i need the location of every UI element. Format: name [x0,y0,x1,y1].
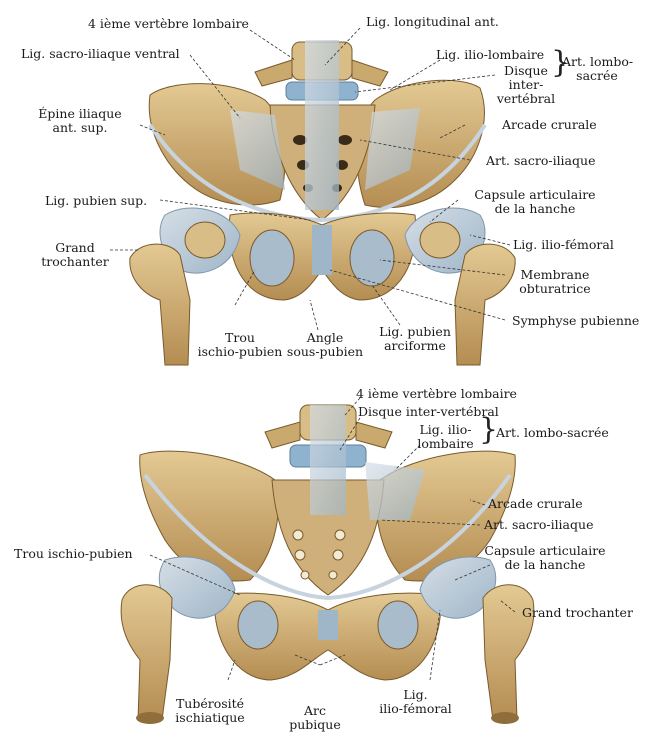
label-membrane-line2: obturatrice [519,281,591,296]
label-iliofemoral-ligament-2: Lig. ilio-fémoral [368,688,463,716]
label-inguinal-ligament-2: Arcade crurale [488,496,583,511]
label-arc-line1: Arc [303,703,326,718]
label-inguinal-ligament: Arcade crurale [502,117,597,132]
anterior-longitudinal-ligament [305,40,339,210]
sacro-iliac-ligament-right [365,108,420,190]
obturator-foramen-left-2 [237,600,279,650]
label-obturator-membrane: Membrane obturatrice [510,268,600,296]
brace-lumbosacral: } [551,45,571,80]
label-angle-line1: Angle [306,330,344,345]
label-intervertebral-disc-2: Disque inter-vertébral [358,404,499,419]
femur-end-left-2 [136,712,164,724]
femur-left [129,243,191,366]
label-arc-line2: pubique [289,717,341,732]
label-membrane-line1: Membrane [520,267,590,282]
label-lumbosacral-joint: Art. lombo- sacrée [562,54,634,83]
label-iliofemoral-ligament: Lig. ilio-fémoral [513,237,614,252]
label-trochanter-line1: Grand [55,240,95,255]
label-ilio-line1: Lig. ilio- [419,422,472,437]
label-sacroiliac-joint: Art. sacro-iliaque [486,153,596,168]
pubic-symphysis-2 [318,610,338,640]
label-lumbosacral-line1: Art. lombo- [562,54,634,69]
ilio-lumbar-ligament [365,462,425,520]
label-4th-lumbar-vertebra: 4 ième vertèbre lombaire [88,16,249,31]
label-pubic-arch: Arc pubique [280,704,350,732]
label-disc-line3: vertébral [496,91,556,106]
pubic-symphysis [312,225,332,275]
label-angle-line2: sous-pubien [286,344,364,359]
label-obturator-foramen: Trou ischio-pubien [190,331,290,359]
label-hip-capsule-2: Capsule articulaire de la hanche [480,544,610,572]
label-lumbosacral-line2: sacrée [576,68,618,83]
label-disc-line2: inter- [508,77,544,92]
obturator-foramen-left [249,229,295,287]
label-subpubic-angle: Angle sous-pubien [280,331,370,359]
label-spine-line1: Épine iliaque [38,106,122,121]
femoral-head-left [184,221,226,259]
label-capsule2-line2: de la hanche [504,557,586,572]
label-intervertebral-disc: Disque inter- vertébral [496,64,556,106]
label-iliofemoral2-line1: Lig. [403,687,428,702]
inguinal-ligament [148,123,487,223]
obturator-foramen-right-2 [377,600,419,650]
label-iliofemoral2-line2: ilio-fémoral [379,701,452,716]
label-trochanter-line2: trochanter [41,254,109,269]
left-iliac-wing-2 [139,450,279,582]
label-arcuate-pubic-ligament: Lig. pubien arciforme [365,325,465,353]
pelvis-anterior-view [129,40,516,366]
label-capsule-line2: de la hanche [494,201,576,216]
label-capsule-line1: Capsule articulaire [474,187,596,202]
femoral-head-right [419,221,461,259]
label-anterior-superior-iliac-spine: Épine iliaque ant. sup. [30,107,130,135]
posterior-ligament [310,405,346,515]
label-ischial-tuberosity: Tubérosité ischiatique [165,697,255,725]
leader-lines-top [110,27,511,331]
label-greater-trochanter-2: Grand trochanter [522,605,633,620]
sacro-iliac-ligament-left [230,110,285,190]
leader-lines-bottom [149,397,516,681]
label-capsule2-line1: Capsule articulaire [484,543,606,558]
pelvis-posterior-view [120,404,535,724]
vertebra-processes [254,59,389,87]
label-trou-line2: ischio-pubien [197,344,283,359]
label-iliolumbar-ligament-2: Lig. ilio- lombaire [408,423,483,451]
label-hip-capsule: Capsule articulaire de la hanche [470,188,600,216]
label-disc-line1: Disque [504,63,548,78]
obturator-foramen-right [349,229,395,287]
label-obturator-foramen-2: Trou ischio-pubien [14,546,133,561]
label-greater-trochanter: Grand trochanter [40,241,110,269]
inguinal-ligament-2 [143,473,512,601]
label-4th-lumbar-vertebra-2: 4 ième vertèbre lombaire [356,386,517,401]
label-tuberosite-line2: ischiatique [175,710,245,725]
label-superior-pubic-ligament: Lig. pubien sup. [45,193,148,208]
brace-lumbosacral-2: } [479,412,499,447]
label-ilio-line2: lombaire [417,436,474,451]
label-pubic-symphysis: Symphyse pubienne [512,313,640,328]
label-arciforme-line2: arciforme [384,338,446,353]
label-ventral-sacroiliac-ligament: Lig. sacro-iliaque ventral [21,46,180,61]
sacral-foramina-2 [292,529,346,580]
label-lumbosacral-joint-2: Art. lombo-sacrée [496,425,609,440]
label-anterior-longitudinal-ligament: Lig. longitudinal ant. [366,14,499,29]
label-arciforme-line1: Lig. pubien [379,324,451,339]
femur-end-right-2 [491,712,519,724]
label-sacroiliac-joint-2: Art. sacro-iliaque [484,517,594,532]
label-iliolumbar-ligament: Lig. ilio-lombaire [436,47,545,62]
vertebra-processes-2 [264,421,393,449]
label-spine-line2: ant. sup. [52,120,108,135]
label-tuberosite-line1: Tubérosité [175,696,245,711]
label-trou-line1: Trou [225,330,255,345]
